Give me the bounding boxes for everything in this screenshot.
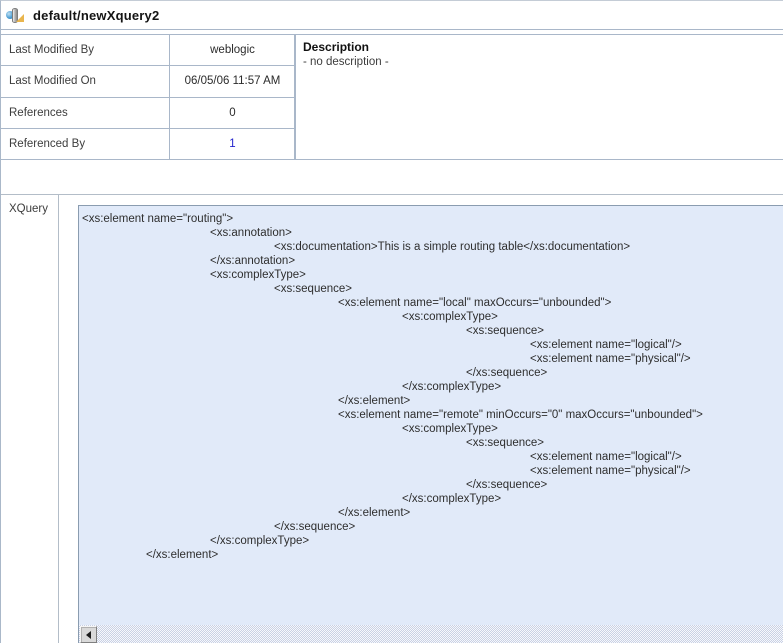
scrollbar-track[interactable] xyxy=(97,625,783,643)
xquery-section-label: XQuery xyxy=(9,203,48,215)
horizontal-scrollbar[interactable] xyxy=(79,625,783,643)
description-text: - no description - xyxy=(303,56,389,68)
page-title: default/newXquery2 xyxy=(33,7,160,23)
scroll-left-button[interactable] xyxy=(80,626,97,643)
xquery-resource-icon xyxy=(6,7,24,24)
xquery-code-box: <xs:element name="routing"> <xs:annotati… xyxy=(78,205,783,643)
summary-label-references: References xyxy=(1,97,170,129)
xquery-code-text: <xs:element name="routing"> <xs:annotati… xyxy=(82,213,703,561)
title-bar: default/newXquery2 xyxy=(1,1,783,30)
summary-value-referenced-by: 1 xyxy=(170,129,295,160)
description-heading: Description xyxy=(303,40,370,54)
summary-value-references: 0 xyxy=(170,98,295,129)
summary-table: Last Modified By weblogic Last Modified … xyxy=(1,34,296,160)
referenced-by-link[interactable]: 1 xyxy=(229,137,236,150)
summary-value-last-modified-by: weblogic xyxy=(170,35,295,67)
summary-label-referenced-by: Referenced By xyxy=(1,128,170,160)
summary-label-last-modified-by: Last Modified By xyxy=(1,35,170,67)
scroll-left-arrow-icon xyxy=(86,630,91,639)
summary-label-last-modified-on: Last Modified On xyxy=(1,66,170,98)
icon-triangle xyxy=(16,13,24,22)
xquery-section: XQuery <xs:element name="routing"> <xs:a… xyxy=(1,194,783,643)
label-column-divider xyxy=(58,195,59,643)
summary-value-last-modified-on: 06/05/06 11:57 AM xyxy=(170,66,295,98)
description-panel: Description - no description - xyxy=(294,34,783,160)
icon-sphere xyxy=(6,10,14,19)
